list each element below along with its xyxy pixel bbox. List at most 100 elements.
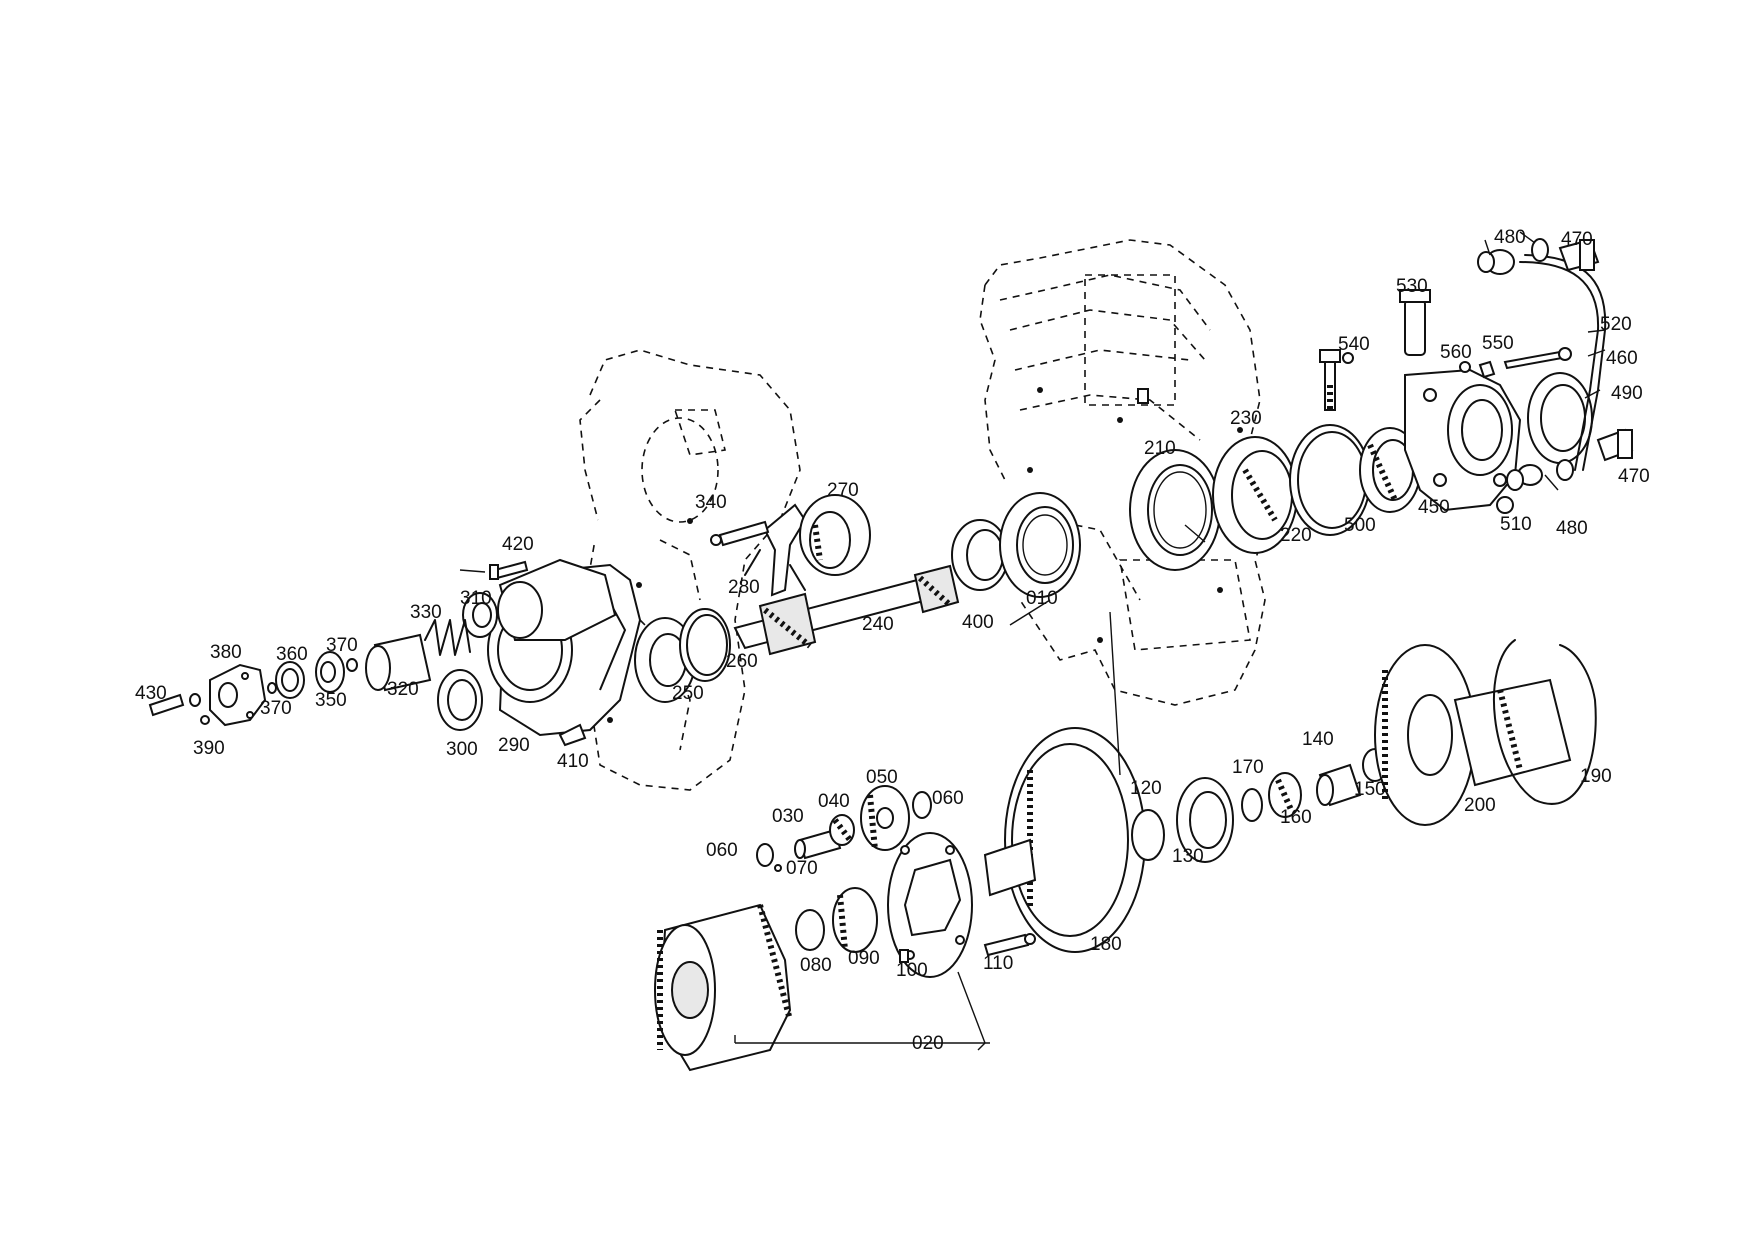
label-370-left: 370 (260, 698, 292, 719)
label-550: 550 (1482, 333, 1514, 354)
label-470-bottom: 470 (1618, 466, 1650, 487)
bearing-210 (1129, 449, 1221, 571)
label-420: 420 (502, 534, 534, 555)
label-170: 170 (1232, 757, 1264, 778)
ring-gear-180 (983, 727, 1146, 953)
part-labels: 010 020 030 040 050 060 060 070 080 090 … (135, 227, 1650, 1054)
seal-490 (1527, 372, 1593, 464)
bearing-400 (951, 519, 1009, 591)
label-340: 340 (695, 492, 727, 513)
label-130: 130 (1172, 846, 1204, 867)
fork-280 (744, 503, 807, 597)
label-230: 230 (1230, 408, 1262, 429)
label-010: 010 (1026, 588, 1058, 609)
label-020: 020 (912, 1033, 944, 1054)
ring-220 (1289, 424, 1371, 536)
shaft-030 (794, 828, 842, 860)
banjo-bolt-470-top (1558, 238, 1600, 272)
ring-120 (1131, 809, 1165, 861)
banjo-bolt-470-bottom (1596, 428, 1634, 462)
output-gear-200 (1374, 644, 1572, 826)
label-260: 260 (726, 651, 758, 672)
ring-170 (1241, 788, 1263, 822)
seal-300 (437, 669, 483, 731)
label-520: 520 (1600, 314, 1632, 335)
label-190: 190 (1580, 766, 1612, 787)
label-100: 100 (896, 960, 928, 981)
label-290: 290 (498, 735, 530, 756)
label-500: 500 (1344, 515, 1376, 536)
label-460: 460 (1606, 348, 1638, 369)
leader-lines (459, 231, 1606, 1051)
bolt-520 (1503, 347, 1572, 370)
planet-gear-090 (832, 887, 878, 953)
label-040: 040 (818, 791, 850, 812)
parts-350-370 (267, 651, 358, 699)
bolt-540 (1319, 349, 1354, 411)
label-150: 150 (1354, 779, 1386, 800)
label-350: 350 (315, 690, 347, 711)
label-430: 430 (135, 683, 167, 704)
label-380: 380 (210, 642, 242, 663)
label-110: 110 (983, 953, 1013, 974)
bearing-130 (1176, 777, 1234, 863)
label-560: 560 (1440, 342, 1472, 363)
pin-340 (710, 520, 770, 547)
label-310: 310 (460, 588, 492, 609)
label-540: 540 (1338, 334, 1370, 355)
label-050: 050 (866, 767, 898, 788)
ring-310 (462, 592, 498, 638)
sleeve-270 (799, 494, 871, 576)
label-080: 080 (800, 955, 832, 976)
label-030: 030 (772, 806, 804, 827)
label-370-right: 370 (326, 635, 358, 656)
screw-510 (1496, 496, 1514, 514)
spring-330 (424, 619, 471, 656)
bearing-010 (999, 492, 1081, 598)
washer-080 (795, 909, 825, 951)
housing-310-body (497, 558, 617, 641)
bolt-420 (489, 560, 529, 580)
label-510: 510 (1500, 514, 1532, 535)
fitting-480-bottom (1506, 459, 1574, 491)
bolt-410 (558, 723, 587, 747)
label-450: 450 (1418, 497, 1450, 518)
center-housing (979, 239, 1271, 706)
label-060-left: 060 (706, 840, 738, 861)
washers-060 (756, 791, 932, 872)
bearing-160 (1268, 772, 1302, 818)
sleeve-140 (1316, 763, 1362, 807)
label-160: 160 (1280, 807, 1312, 828)
label-410: 410 (557, 751, 589, 772)
label-470-top: 470 (1561, 229, 1593, 250)
label-120: 120 (1130, 778, 1162, 799)
label-300: 300 (446, 739, 478, 760)
label-390: 390 (193, 738, 225, 759)
input-shaft-240 (733, 564, 960, 656)
label-270: 270 (827, 480, 859, 501)
label-220: 220 (1280, 525, 1312, 546)
label-140: 140 (1302, 729, 1334, 750)
snap-ring-190 (1492, 639, 1597, 805)
label-280: 280 (728, 577, 760, 598)
fitting-480-top (1477, 238, 1549, 275)
label-070: 070 (786, 858, 818, 879)
piston-320 (365, 633, 432, 692)
label-320: 320 (387, 679, 419, 700)
ring-260 (679, 608, 731, 682)
label-210: 210 (1144, 438, 1176, 459)
bearing-040 (829, 814, 855, 846)
cover-450 (1404, 368, 1522, 512)
label-400: 400 (962, 612, 994, 633)
cover-380 (209, 663, 267, 727)
label-330: 330 (410, 602, 442, 623)
carrier-plate-100 (887, 832, 973, 978)
label-490: 490 (1611, 383, 1643, 404)
label-060-right: 060 (932, 788, 964, 809)
screw-430-390 (148, 693, 210, 725)
label-360: 360 (276, 644, 308, 665)
label-180: 180 (1090, 934, 1122, 955)
label-530: 530 (1396, 276, 1428, 297)
bearing-230 (1212, 436, 1298, 554)
